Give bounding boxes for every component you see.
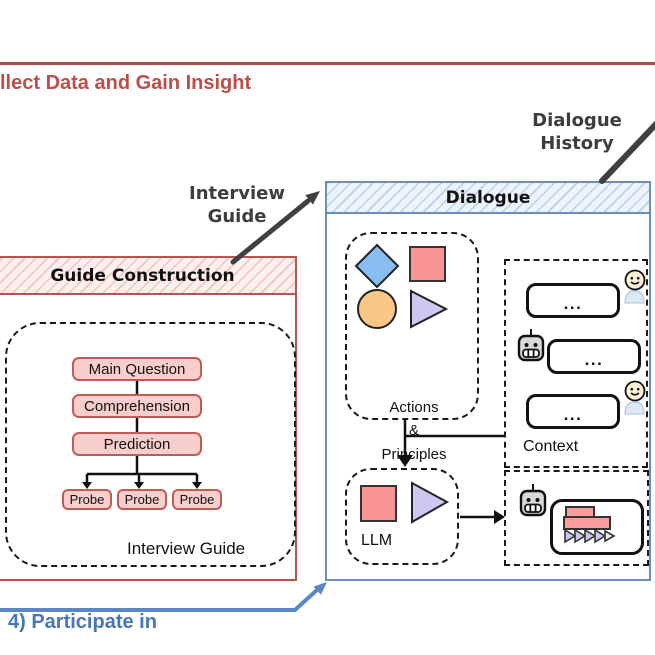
ap-line1: Actions [389,399,439,416]
triangle-row-icon [564,528,616,544]
square-shape-icon [409,246,446,282]
participate-arrow [0,587,320,612]
probe-node-3: Probe [172,489,222,510]
probe-node-2: Probe [117,489,167,510]
ap-line3: Principles [381,445,447,463]
llm-shapes [360,481,450,524]
interview-guide-caption: Interview Guide [127,539,246,558]
person-icon [624,380,646,415]
flow-node-prediction: Prediction [72,432,202,456]
context-label: Context [523,438,579,455]
dialogue-history-label: Dialogue History [517,110,637,155]
ap-line2: & [408,422,419,440]
robot-icon [517,329,545,362]
actions-principles-shapes [354,243,449,329]
response-generation-box [504,470,649,566]
top-divider-line [0,62,655,65]
dialogue-history-line2: History [540,132,614,154]
context-box [504,259,648,468]
probe-node-1: Probe [62,489,112,510]
dialogue-history-line1: Dialogue [532,110,622,131]
dialogue-title: Dialogue [445,187,531,208]
interview-guide-line2: Guide [207,205,267,227]
response-box [550,499,644,555]
participate-label: 4) Participate in [8,611,157,633]
response-content [563,506,616,544]
actions-principles-box: Actions & Principles [345,232,479,463]
person-icon [624,269,646,304]
flow-node-main-question: Main Question [72,357,202,381]
actions-principles-label: Actions & Principles [347,396,481,466]
chat-bubble-agent: ... [547,339,641,374]
chat-bubble-user-1: ... [526,283,620,318]
square-shape-icon [360,485,397,522]
guide-construction-header: Guide Construction [0,258,295,295]
interview-guide-line1: Interview [189,183,285,204]
chat-bubble-user-2: ... [526,394,620,429]
flow-node-comprehension: Comprehension [72,394,202,418]
triangle-shape-icon [411,481,450,524]
robot-icon [519,484,547,517]
dialogue-panel: Dialogue Actions & Principles ... ... ..… [325,181,651,581]
triangle-shape-icon [410,289,449,329]
section-heading: llect Data and Gain Insight [0,72,252,94]
llm-box: LLM [345,468,459,565]
guide-construction-panel: Guide Construction Main Question Compreh… [0,256,297,581]
llm-label: LLM [361,532,393,549]
circle-shape-icon [357,289,397,329]
diamond-shape-icon [354,243,400,289]
dialogue-header: Dialogue [327,183,649,214]
bar-icon [563,516,611,530]
guide-construction-title: Guide Construction [50,265,235,286]
interview-guide-label: Interview Guide [178,183,296,228]
interview-guide-dashed-box [5,322,296,567]
